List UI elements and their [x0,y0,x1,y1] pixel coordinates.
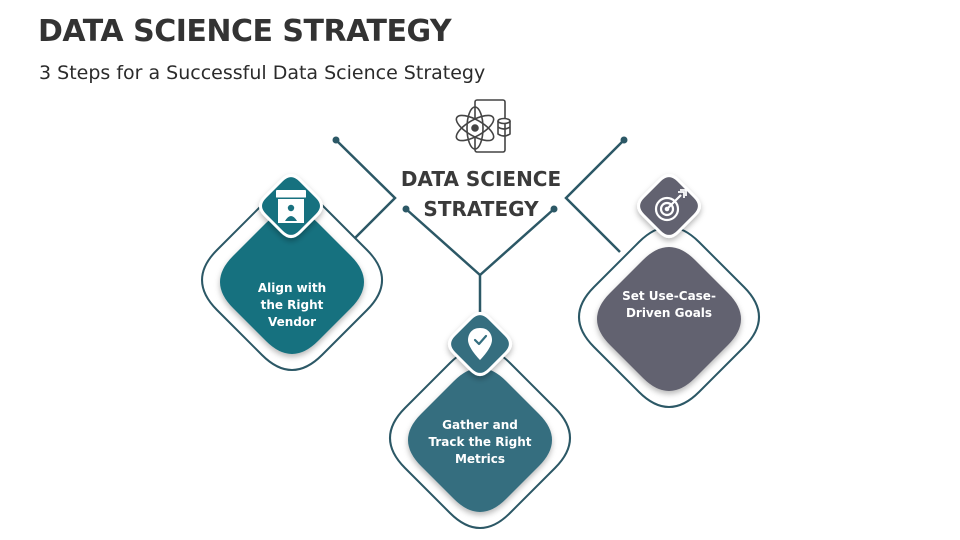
step-label-line: Vendor [267,315,317,329]
step-card-fill [597,247,741,391]
page-title: DATA SCIENCE STRATEGY [38,14,452,49]
step-card-vendor [201,174,383,371]
step-label-line: the Right [260,298,324,312]
step-card-goals [578,174,760,408]
step-label-goals: Set Use-Case- Driven Goals [604,288,734,322]
step-card-fill [220,210,364,354]
step-label-line: Metrics [454,452,506,466]
connector-lines [335,139,625,322]
connector-dots [332,136,628,213]
step-card-metrics [389,312,571,529]
data-science-icon [455,99,511,153]
step-card-fill [408,368,552,512]
step-label-vendor: Align with the Right Vendor [232,280,352,331]
step-label-line: Set Use-Case- [622,289,716,303]
target-arrow-icon [654,189,687,222]
center-label: DATA SCIENCE STRATEGY [395,164,567,224]
center-label-line: STRATEGY [423,197,539,221]
step-label-line: Track the Right [428,435,532,449]
step-label-line: Driven Goals [625,306,713,320]
center-label-line: DATA SCIENCE [400,167,562,191]
step-label-line: Gather and [442,418,518,432]
left-connector [335,139,397,256]
storefront-vendor-icon [276,190,306,223]
location-pin-check-icon [468,328,492,360]
right-connector [564,139,625,253]
page-subtitle: 3 Steps for a Successful Data Science St… [39,62,486,84]
step-label-line: Align with [257,281,327,295]
step-label-metrics: Gather and Track the Right Metrics [415,417,545,468]
